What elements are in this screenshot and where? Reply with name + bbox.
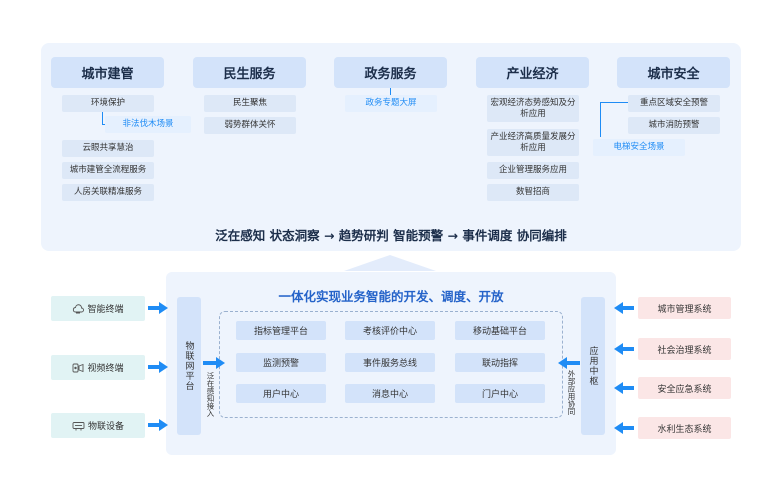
flow-description: 泛在感知 状态洞察 → 趋势研判 智能预警 → 事件调度 协同编排 xyxy=(215,228,567,243)
device-iot-equipment[interactable]: 物联设备 xyxy=(51,413,145,438)
system-water-ecology[interactable]: 水利生态系统 xyxy=(638,417,731,439)
system-arrow-icon xyxy=(614,382,634,394)
device-arrow-icon xyxy=(148,419,168,431)
device-label: 视频终端 xyxy=(87,364,124,374)
category-government-services[interactable]: 政务服务 xyxy=(334,57,447,88)
item-key-area-warning[interactable]: 重点区域安全预警 xyxy=(628,95,720,112)
device-label: 智能终端 xyxy=(87,305,124,315)
category-livelihood-services[interactable]: 民生服务 xyxy=(193,57,306,88)
module-message-center[interactable]: 消息中心 xyxy=(345,384,435,403)
item-macro-economy-analysis[interactable]: 宏观经济态势感知及分析应用 xyxy=(487,95,579,122)
connector-line xyxy=(390,88,391,95)
app-hub-bar[interactable]: 应用中枢 xyxy=(581,297,605,435)
module-user-center[interactable]: 用户中心 xyxy=(236,384,326,403)
video-terminal-icon xyxy=(73,363,84,372)
category-urban-construction[interactable]: 城市建管 xyxy=(51,57,164,88)
device-arrow-icon xyxy=(148,361,168,373)
item-livelihood-focus[interactable]: 民生聚焦 xyxy=(204,95,296,112)
system-social-governance[interactable]: 社会治理系统 xyxy=(638,338,731,360)
system-arrow-icon xyxy=(614,422,634,434)
item-vulnerable-care[interactable]: 弱势群体关怀 xyxy=(204,117,296,134)
category-urban-safety[interactable]: 城市安全 xyxy=(617,57,730,88)
item-industry-development-analysis[interactable]: 产业经济高质量发展分析应用 xyxy=(487,129,579,156)
item-urban-construction-process[interactable]: 城市建管全流程服务 xyxy=(62,162,154,179)
module-portal-center[interactable]: 门户中心 xyxy=(455,384,545,403)
connector-line xyxy=(102,124,106,125)
item-fire-warning[interactable]: 城市消防预警 xyxy=(628,117,720,134)
module-linked-command[interactable]: 联动指挥 xyxy=(455,353,545,372)
connector-line xyxy=(600,102,601,137)
hub-arrow-icon xyxy=(558,357,580,369)
connector-line xyxy=(600,102,628,103)
ubiquitous-access-label: 泛在感知接入 xyxy=(206,372,215,417)
device-label: 物联设备 xyxy=(87,422,124,432)
item-illegal-logging-scene[interactable]: 非法伐木场景 xyxy=(105,116,191,133)
external-collaboration-label: 外部应用协同 xyxy=(567,370,576,415)
device-arrow-icon xyxy=(148,302,168,314)
system-arrow-icon xyxy=(614,343,634,355)
module-assessment-center[interactable]: 考核评价中心 xyxy=(345,321,435,340)
system-emergency-response[interactable]: 安全应急系统 xyxy=(638,377,731,399)
module-monitoring-warning[interactable]: 监测预警 xyxy=(236,353,326,372)
item-environment-protection[interactable]: 环境保护 xyxy=(62,95,154,112)
item-cloud-eye-governance[interactable]: 云眼共享慧治 xyxy=(62,140,154,157)
item-enterprise-management[interactable]: 企业管理服务应用 xyxy=(487,162,579,179)
platform-title: 一体化实现业务智能的开发、调度、开放 xyxy=(278,289,504,304)
item-smart-investment[interactable]: 数智招商 xyxy=(487,184,579,201)
cloud-device-icon xyxy=(73,303,85,313)
category-industrial-economy[interactable]: 产业经济 xyxy=(476,57,589,88)
item-gov-dashboard[interactable]: 政务专题大屏 xyxy=(345,95,437,112)
iot-device-icon xyxy=(72,421,85,430)
up-arrow-icon xyxy=(344,255,436,271)
iot-platform-bar[interactable]: 物联网平台 xyxy=(177,297,201,435)
system-arrow-icon xyxy=(614,302,634,314)
item-elevator-safety[interactable]: 电梯安全场景 xyxy=(593,139,685,156)
system-urban-management[interactable]: 城市管理系统 xyxy=(638,297,731,319)
module-event-bus[interactable]: 事件服务总线 xyxy=(345,353,435,372)
connector-line xyxy=(102,112,103,125)
access-arrow-icon xyxy=(203,357,225,369)
device-video-terminal[interactable]: 视频终端 xyxy=(51,355,145,380)
device-smart-terminal[interactable]: 智能终端 xyxy=(51,296,145,321)
item-person-house-service[interactable]: 人房关联精准服务 xyxy=(62,184,154,201)
module-indicator-management[interactable]: 指标管理平台 xyxy=(236,321,326,340)
module-mobile-platform[interactable]: 移动基础平台 xyxy=(455,321,545,340)
